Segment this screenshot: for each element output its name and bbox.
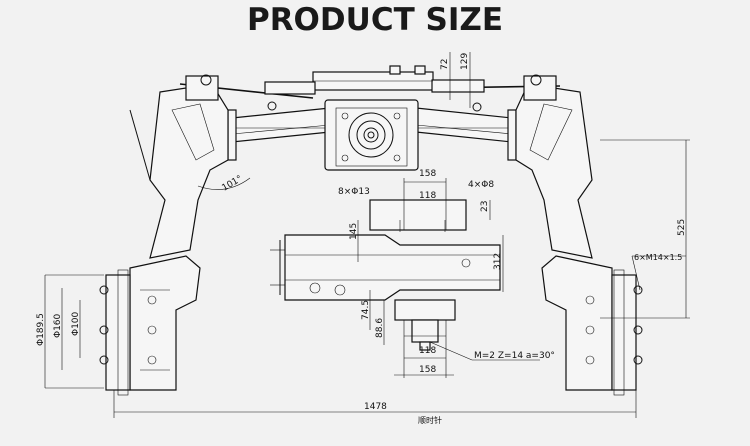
dim-88-6: 88.6 (375, 318, 385, 338)
dim-74-5: 74.5 (361, 300, 371, 320)
dim-101-angle: 101° (221, 174, 245, 194)
dim-118-bottom: 118 (419, 346, 436, 356)
dim-129: 129 (460, 53, 470, 70)
dim-23: 23 (480, 201, 490, 212)
dim-1478: 1478 (364, 402, 387, 412)
dim-phi-189-5: Φ189.5 (36, 313, 46, 346)
dim-158-bottom: 158 (419, 365, 436, 375)
dim-145: 145 (349, 223, 359, 240)
dim-312: 312 (493, 253, 503, 270)
dimension-lines (44, 52, 690, 418)
page-title: PRODUCT SIZE (246, 2, 504, 38)
gear-spec-label: M=2 Z=14 a=30° (474, 351, 555, 361)
dim-phi-100: Φ100 (71, 311, 81, 336)
left-wheel-hub (99, 255, 201, 396)
left-steering-knuckle (129, 74, 229, 259)
center-gearbox (270, 199, 501, 351)
steering-cylinder (179, 65, 561, 112)
hole-8x13-label: 8×Φ13 (338, 187, 370, 197)
dim-118-top: 118 (419, 191, 436, 201)
dim-158-top: 158 (419, 169, 436, 179)
right-wheel-hub (541, 255, 643, 396)
thread-6xm14-label: 6×M14×1.5 (634, 253, 682, 262)
rotation-note: 顺时针 (418, 415, 442, 425)
right-steering-knuckle (515, 74, 593, 259)
dim-phi-160: Φ160 (53, 313, 63, 338)
hole-4x8-label: 4×Φ8 (468, 180, 494, 190)
axle-housing (227, 99, 517, 171)
dim-525: 525 (677, 219, 687, 236)
dim-72: 72 (440, 59, 450, 70)
